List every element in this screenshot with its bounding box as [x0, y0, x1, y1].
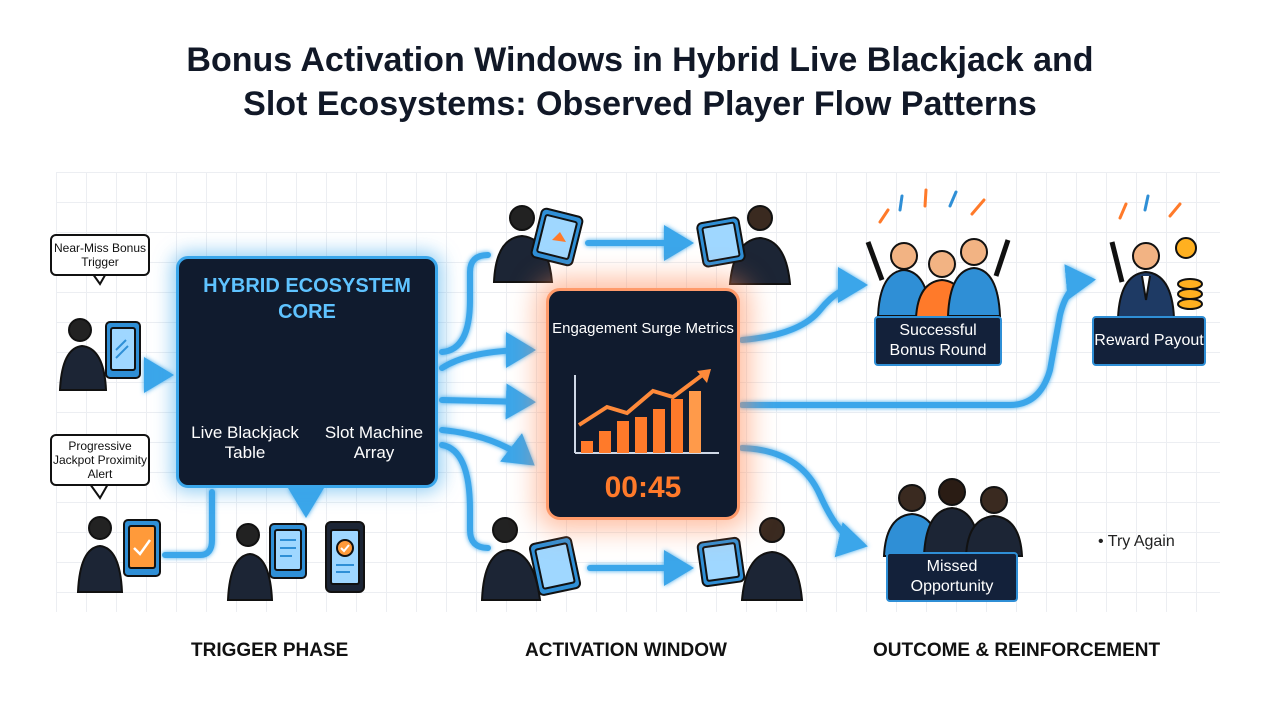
player-document-icon	[226, 523, 307, 601]
chart-bar-3	[617, 421, 629, 453]
progressive-jackpot-callout: Progressive Jackpot Proximity Alert	[50, 434, 150, 486]
try-again-text: • Try Again	[1098, 533, 1175, 550]
engagement-chart	[574, 369, 719, 454]
arrow-core-to-engagement-2	[439, 383, 536, 420]
player-tablet-icon-left	[58, 318, 141, 391]
trend-arrowhead	[697, 369, 711, 383]
engagement-title: Engagement Surge Metrics	[552, 320, 734, 337]
player-top-left-icon	[492, 205, 584, 283]
near-miss-callout: Near-Miss Bonus Trigger	[50, 234, 150, 276]
callout-tail-progressive	[89, 483, 109, 500]
hybrid-core-panel: HYBRID ECOSYSTEM CORE Live Blackjack Tab…	[176, 256, 438, 488]
phone-check-icon	[325, 521, 365, 593]
disappointed-players-icon	[882, 478, 1024, 557]
reward-winner-icon	[1109, 237, 1203, 319]
successful-bonus-label: Successful Bonus Round	[874, 316, 1002, 366]
arrow-bottom-player-to-core	[162, 489, 215, 558]
phase-outcome: OUTCOME & REINFORCEMENT	[873, 640, 1161, 661]
player-tablet-icon-bottom-left	[76, 516, 161, 593]
celebration-rays	[878, 188, 986, 224]
chart-bar-2	[599, 431, 611, 453]
chart-bar-6	[671, 399, 683, 453]
phase-trigger: TRIGGER PHASE	[191, 640, 349, 661]
reward-payout-label: Reward Payout	[1092, 316, 1206, 366]
chart-bar-1	[581, 441, 593, 453]
player-bottom-left-icon	[480, 517, 582, 601]
player-bottom-right-icon	[696, 517, 804, 601]
arrow-core-to-engagement-3	[439, 427, 535, 466]
countdown-timer: 00:45	[604, 471, 682, 504]
chart-bar-7	[689, 391, 701, 453]
arrow-engagement-to-success	[739, 267, 868, 343]
arrow-core-to-engagement-1	[439, 332, 536, 371]
chart-bar-5	[653, 409, 665, 453]
missed-opportunity-label: Missed Opportunity	[886, 552, 1018, 602]
player-top-right-icon	[696, 205, 792, 285]
arrow-core-to-top-player	[439, 252, 491, 355]
core-title: HYBRID ECOSYSTEM CORE	[203, 275, 411, 323]
arrow-engagement-to-missed	[739, 445, 868, 558]
page-title: Bonus Activation Windows in Hybrid Live …	[0, 38, 1280, 126]
phase-activation: ACTIVATION WINDOW	[525, 640, 727, 661]
blackjack-label: Live Blackjack Table	[191, 423, 299, 462]
arrow-engagement-to-reward	[739, 264, 1096, 408]
chart-bar-4	[635, 417, 647, 453]
title-line-1: Bonus Activation Windows in Hybrid Live …	[186, 41, 1094, 79]
arrow-core-to-bottom-player	[439, 442, 491, 551]
engagement-metrics-panel: Engagement Surge Metrics 00:45	[546, 288, 740, 520]
reward-rays	[1118, 194, 1182, 220]
title-line-2: Slot Ecosystems: Observed Player Flow Pa…	[243, 85, 1037, 123]
trend-line	[577, 371, 707, 427]
slot-machine-label: Slot Machine Array	[324, 423, 424, 462]
celebrating-players-icon	[865, 238, 1011, 319]
try-again-label: Try Again	[1107, 533, 1175, 550]
